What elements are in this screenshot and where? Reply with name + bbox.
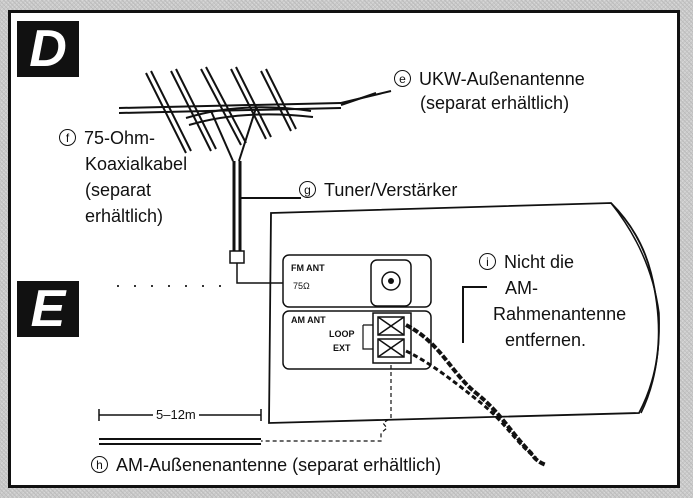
fm-jack-pin [388,278,394,284]
badge-d: D [17,21,79,77]
label-h-text: AM-Außenenantenne (separat erhältlich) [116,455,442,475]
label-g: g Tuner/Verstärker [299,178,457,202]
tuner-edge [610,202,660,414]
label-i: i Nicht die AM- Rahmenantenne entfernen. [479,249,626,353]
am-terminal-clips [377,316,405,358]
label-f: f 75-Ohm- Koaxialkabel (separat erhältlic… [59,125,187,229]
leader-i [462,286,487,343]
distance-label: 5–12m [153,407,199,422]
leader-e [340,90,392,104]
fm-ant-title: FM ANT [291,263,325,273]
wiring-illustration [98,66,660,467]
loop-ext-bracket [362,324,373,350]
marker-g: g [299,181,316,198]
fm-ohm: 75Ω [293,281,310,291]
dot-separator: · · · · · · · [115,275,226,295]
label-i-line4: entfernen. [505,330,587,350]
coax-plug [229,250,245,264]
label-i-line2: AM- [505,278,538,298]
label-f-line1: 75-Ohm- [84,128,156,148]
loop-antenna-lead-2 [405,349,537,460]
am-ext-label: EXT [333,343,351,353]
label-e: e UKW-Außenantenne (separat erhältlich) [394,67,585,115]
label-i-line3: Rahmenantenne [493,304,627,324]
am-wire [261,365,392,442]
label-e-line2: (separat erhältlich) [420,93,570,113]
label-h: h AM-Außenenantenne (separat erhältlich) [91,453,441,477]
am-ant-title: AM ANT [291,315,326,325]
marker-i: i [479,253,496,270]
am-loop-label: LOOP [329,329,355,339]
label-f-line3: (separat [85,180,152,200]
marker-e: e [394,70,411,87]
fm-antenna-drawing [118,66,377,253]
diagram-panel: D E · · · · · · · e UKW-Außenantenne (sep… [8,10,680,488]
badge-e: E [17,281,79,337]
loop-antenna-lead [405,323,547,467]
label-g-text: Tuner/Verstärker [324,180,458,200]
marker-h: h [91,456,108,473]
label-f-line2: Koaxialkabel [85,154,188,174]
label-e-line1: UKW-Außenantenne [419,69,585,89]
label-i-line1: Nicht die [504,252,575,272]
label-f-line4: erhältlich) [85,206,164,226]
marker-f: f [59,129,76,146]
